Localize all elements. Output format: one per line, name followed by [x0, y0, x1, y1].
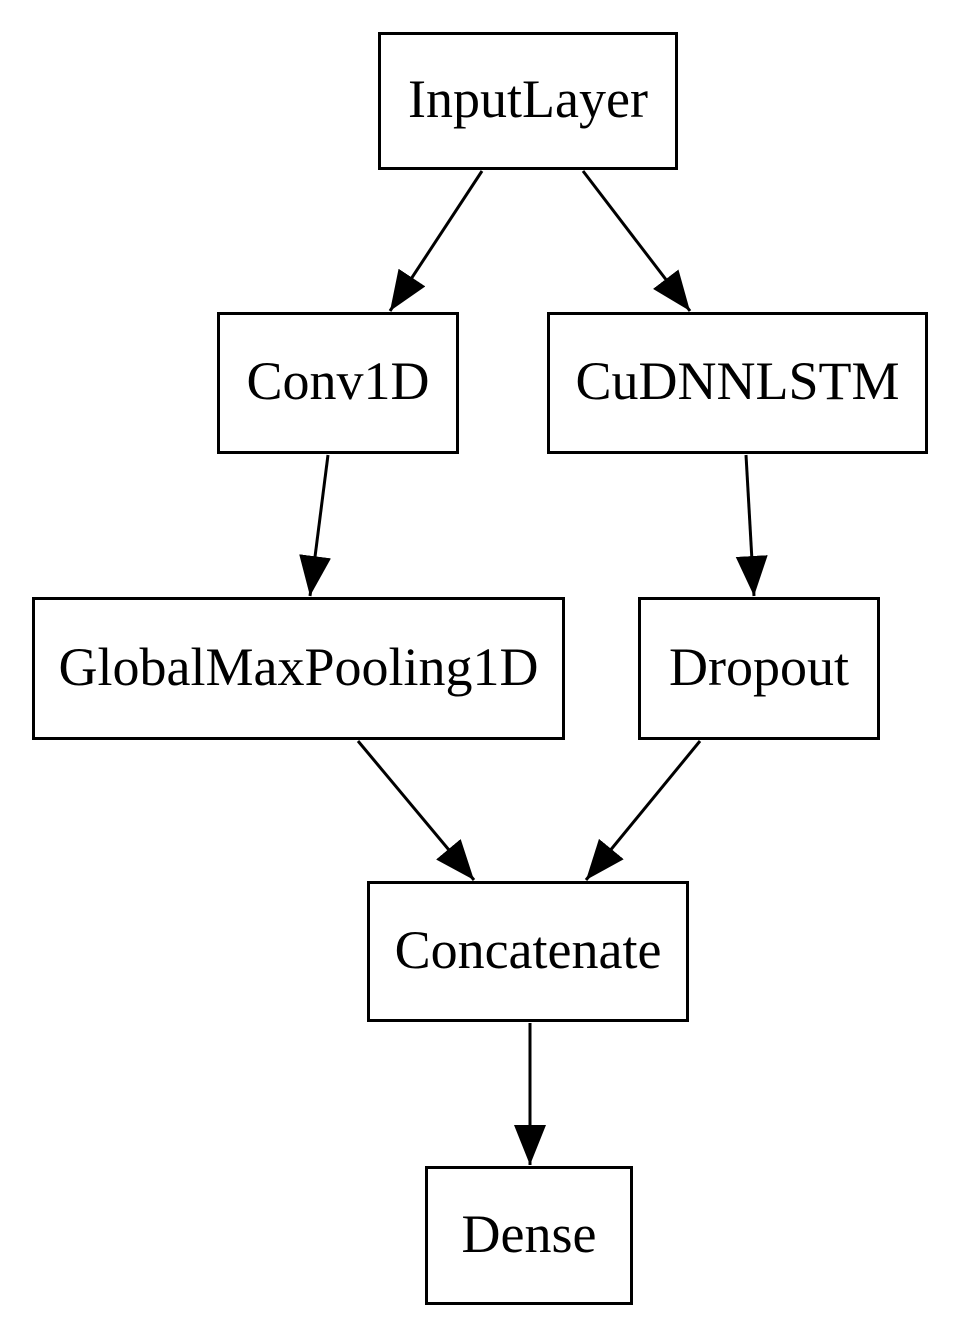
node-label-global_max_pooling1d: GlobalMaxPooling1D — [58, 636, 539, 697]
edge-input_layer-to-cudnn_lstm — [581, 170, 692, 312]
node-label-dense: Dense — [461, 1203, 597, 1264]
node-dense: Dense — [425, 1166, 633, 1305]
edge-dropout-to-concatenate — [584, 740, 702, 881]
node-input_layer: InputLayer — [378, 32, 678, 170]
node-global_max_pooling1d: GlobalMaxPooling1D — [32, 597, 565, 740]
edge-cudnn_lstm-to-dropout — [735, 454, 768, 597]
node-cudnn_lstm: CuDNNLSTM — [547, 312, 928, 454]
edge-input_layer-to-conv1d — [388, 170, 484, 312]
node-label-dropout: Dropout — [669, 636, 849, 697]
node-label-cudnn_lstm: CuDNNLSTM — [575, 351, 900, 411]
node-label-concatenate: Concatenate — [394, 919, 662, 980]
node-dropout: Dropout — [638, 597, 880, 740]
node-label-conv1d: Conv1D — [246, 351, 430, 411]
node-conv1d: Conv1D — [217, 312, 459, 454]
node-concatenate: Concatenate — [367, 881, 689, 1022]
edge-global_max_pooling1d-to-concatenate — [356, 740, 476, 881]
edge-conv1d-to-global_max_pooling1d — [299, 454, 331, 597]
node-label-input_layer: InputLayer — [408, 69, 648, 129]
